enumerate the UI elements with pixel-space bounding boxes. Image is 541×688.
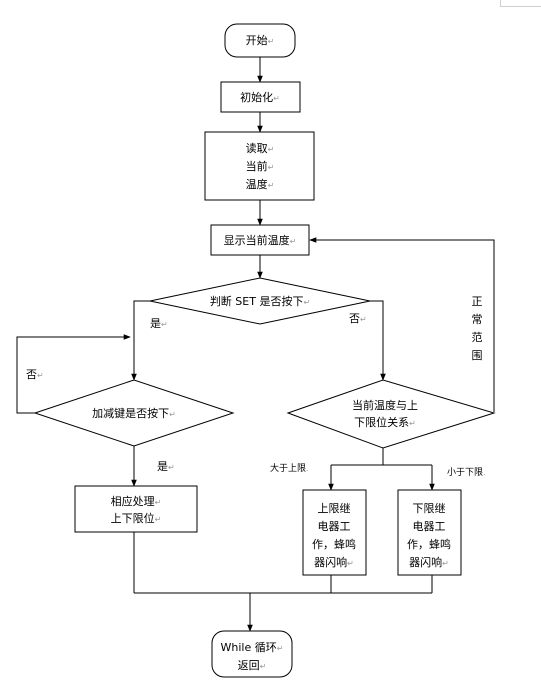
edge-set-yes — [131, 300, 150, 381]
normal-range-label-2: 常 — [472, 313, 483, 326]
display-node — [210, 224, 310, 256]
edge-set-no — [370, 300, 386, 381]
node-shapes — [33, 23, 496, 678]
lower-relay-label-1: 下限继 — [413, 502, 446, 515]
normal-range-label-1: 正 — [472, 295, 483, 308]
normal-range-label-4: 围 — [472, 349, 483, 362]
lower-relay-label-4: 器闪响↵ — [409, 555, 449, 569]
start-node — [224, 23, 296, 58]
loop-label-1: While 循环↵ — [221, 641, 284, 654]
check-adjust-node — [33, 379, 235, 447]
compare-label-2: 下限位关系↵ — [354, 415, 416, 429]
edge-normal-range — [309, 237, 495, 412]
upper-relay-label-1: 上限继 — [318, 502, 351, 515]
lower-relay-label-3: 作，蜂鸣 — [407, 537, 451, 551]
set-no-label: 否↵ — [349, 312, 367, 325]
loop-label-2: 返回↵ — [238, 659, 267, 672]
read-temp-label-1: 读取↵ — [246, 141, 275, 155]
edge-adjust-no-loop — [16, 334, 131, 414]
upper-relay-label-4: 器闪响↵ — [314, 555, 354, 569]
page-corner-mark — [500, 0, 541, 7]
compare-node — [286, 379, 496, 449]
edge-labels: 是↵ 否↵ 否↵ 是↵ 大于上限. 小于下限. 正 常 范 围 — [26, 295, 486, 478]
below-lower-label: 小于下限. — [447, 467, 486, 478]
check-set-node — [149, 277, 371, 325]
process-label-2: 上下限位↵ — [111, 511, 162, 525]
upper-relay-label-2: 电器工 — [318, 520, 351, 533]
node-labels: 开始↵ 初始化↵ 读取↵ 当前↵ 温度↵ 显示当前温度↵ 判断 SET 是否按下… — [92, 33, 451, 672]
lower-relay-node — [397, 489, 462, 576]
adjust-yes-label: 是↵ — [157, 460, 175, 473]
process-node — [74, 485, 198, 533]
upper-relay-node — [302, 489, 367, 576]
check-adjust-label: 加减键是否按下↵ — [92, 406, 176, 420]
lower-relay-label-2: 电器工 — [413, 520, 446, 533]
loop-node — [211, 630, 293, 678]
normal-range-label-3: 范 — [472, 330, 483, 344]
init-label: 初始化↵ — [240, 90, 280, 104]
adjust-no-label: 否↵ — [26, 368, 44, 381]
start-label: 开始↵ — [246, 33, 275, 47]
set-yes-label: 是↵ — [150, 317, 168, 330]
process-label-1: 相应处理↵ — [111, 494, 162, 508]
compare-label-1: 当前温度与上 — [352, 398, 418, 412]
display-label: 显示当前温度↵ — [224, 233, 297, 247]
upper-relay-label-3: 作，蜂鸣 — [312, 537, 356, 551]
read-temp-label-2: 当前↵ — [246, 159, 275, 173]
read-temp-node — [204, 131, 315, 201]
read-temp-label-3: 温度↵ — [246, 177, 275, 191]
check-set-label: 判断 SET 是否按下↵ — [210, 294, 310, 308]
above-upper-label: 大于上限. — [270, 462, 309, 474]
init-node — [220, 81, 301, 113]
edges — [16, 57, 495, 632]
